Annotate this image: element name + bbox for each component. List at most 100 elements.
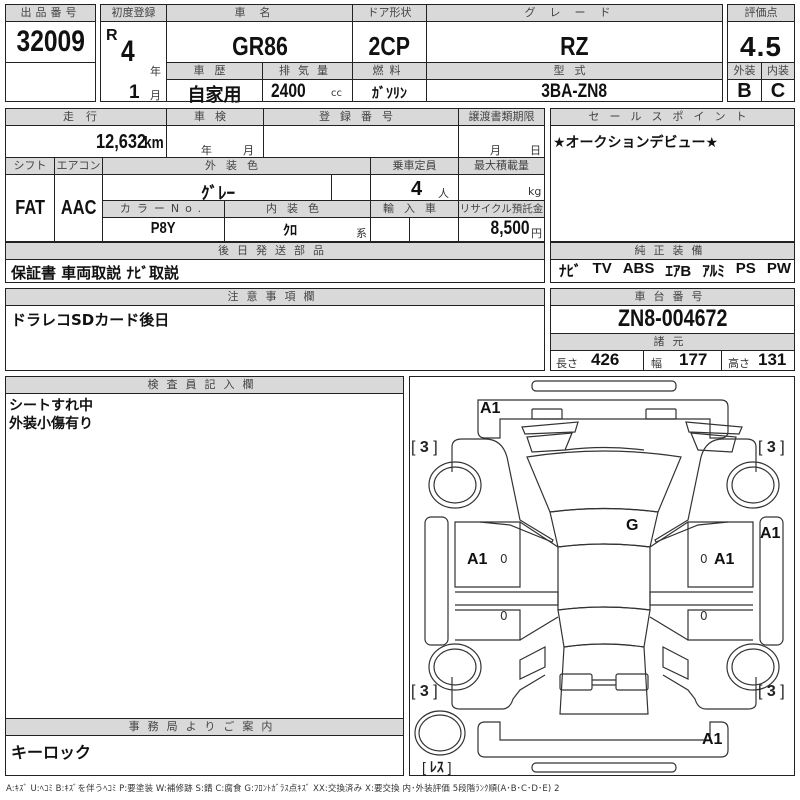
spec-height-label: 高さ: [728, 357, 750, 370]
car-name-value: GR86: [231, 31, 288, 61]
details-box: 走行 車検 登録番号 譲渡書類期限 12,632 km 年 月 月 日 シフト …: [5, 108, 545, 242]
transfer-day-unit: 日: [530, 144, 541, 157]
office-header: 事務局よりご案内: [6, 719, 403, 736]
mileage-unit: km: [144, 133, 164, 152]
equipment-item: ｱﾙﾐ: [702, 263, 725, 280]
later-parts-box: 後日発送部品 保証書 車両取説 ﾅﾋﾞ取説: [5, 242, 545, 283]
mark-windshield: G: [626, 517, 639, 534]
chassis-header: 車台番号: [551, 289, 794, 306]
max-load-unit: kg: [528, 185, 542, 198]
import-header: 輸入車: [371, 201, 458, 218]
office-value: キーロック: [11, 743, 92, 762]
inspection-header: 車検: [167, 109, 263, 126]
inspector-header: 検査員記入欄: [6, 377, 403, 394]
inspector-line: 外装小傷有り: [9, 416, 93, 432]
shift-value: FAT: [15, 197, 45, 219]
spec-length-label: 長さ: [556, 357, 578, 370]
spec-width-value: 177: [679, 350, 708, 369]
history-header: 車歴: [167, 63, 262, 80]
mark-right-side-panel: A1: [760, 525, 781, 542]
door-zero-marker: 0: [500, 609, 508, 623]
recycle-fee-unit: 円: [531, 227, 542, 240]
tire-rear-left: [ 3 ]: [411, 683, 438, 700]
equipment-item: ﾅﾋﾞ: [559, 263, 582, 280]
score-header: 評価点: [728, 5, 794, 22]
registration-number-header: 登録番号: [264, 109, 458, 126]
exterior-grade-value: B: [737, 80, 752, 102]
spec-length-value: 426: [591, 350, 620, 369]
interior-color-header: 内装色: [225, 201, 370, 218]
mark-rear-bumper: A1: [702, 731, 723, 748]
notes-box: 注意事項欄 ドラレコSDカード後日: [5, 288, 545, 371]
door-zero-marker: 0: [700, 609, 708, 623]
equipment-box: 純正装備 ﾅﾋﾞ TV ABS ｴｱB ｱﾙﾐ PS PW: [550, 242, 795, 283]
chassis-box: 車台番号 ZN8-004672 諸元 長さ 426 幅 177 高さ 131: [550, 288, 795, 371]
door-header: ドア形状: [353, 5, 426, 22]
fuel-value: ｶﾞｿﾘﾝ: [372, 86, 407, 102]
damage-diagram-box: 0 0 0 0 A1 G A1 A1 A1 A1 [ 3 ] [ 3 ] [ 3…: [409, 376, 795, 776]
mark-left-front-door: A1: [467, 551, 488, 568]
equipment-item: PS: [735, 260, 756, 277]
grade-header: グレード: [427, 5, 722, 22]
capacity-header: 乗車定員: [371, 158, 458, 175]
recycle-fee-header: リサイクル預託金: [459, 201, 544, 218]
later-parts-header: 後日発送部品: [6, 243, 544, 260]
capacity-value: 4: [411, 178, 423, 200]
era-letter: R: [106, 27, 118, 44]
later-parts-value: 保証書 車両取説 ﾅﾋﾞ取説: [11, 264, 179, 282]
sales-point-value: ★オークションデビュー★: [553, 135, 719, 151]
equipment-item: PW: [766, 260, 791, 277]
equipment-item: ABS: [622, 260, 655, 277]
lot-number-box: 出品番号 32009: [5, 4, 96, 102]
legend-text: A:ｷｽﾞ U:ﾍｺﾐ B:ｷｽﾞを伴うﾍｺﾐ P:要塗装 W:補修跡 S:錆 …: [6, 784, 560, 794]
notes-header: 注意事項欄: [6, 289, 544, 306]
grade-value: RZ: [560, 31, 589, 61]
transfer-month-unit: 月: [490, 144, 501, 157]
score-value: 4.5: [740, 31, 782, 62]
lot-number-value: 32009: [16, 25, 85, 58]
chassis-value: ZN8-004672: [617, 305, 728, 332]
score-box: 評価点 4.5 外装 内装 B C: [727, 4, 795, 102]
exterior-color-header: 外装色: [103, 158, 370, 175]
car-diagram-outline: [414, 380, 784, 773]
lot-number-header: 出品番号: [6, 5, 95, 22]
max-load-header: 最大積載量: [459, 158, 544, 175]
inspection-year-unit: 年: [201, 144, 212, 157]
history-value: 自家用: [187, 85, 242, 106]
recycle-fee-value: 8,500: [491, 218, 530, 239]
tire-front-right: [ 3 ]: [758, 439, 785, 456]
mark-front-bumper: A1: [480, 400, 501, 417]
interior-color-suffix: 系: [356, 227, 367, 240]
inspector-box: 検査員記入欄 シートすれ中 外装小傷有り: [5, 376, 404, 719]
tire-front-left: [ 3 ]: [411, 439, 438, 456]
notes-value: ドラレコSDカード後日: [11, 311, 170, 329]
first-registration-header: 初度登録: [101, 5, 166, 22]
displacement-unit: cc: [331, 88, 342, 99]
exterior-grade-header: 外装: [728, 63, 761, 80]
registration-number-value: [264, 127, 458, 157]
model-code-value: 3BA-ZN8: [541, 81, 608, 102]
spec-height-value: 131: [758, 350, 787, 369]
month-unit: 月: [150, 89, 161, 102]
inspector-line: シートすれ中: [9, 398, 93, 414]
displacement-header: 排気量: [263, 63, 352, 80]
door-value: 2CP: [368, 31, 411, 61]
model-code-header: 型式: [427, 63, 722, 80]
tire-rear-right: [ 3 ]: [758, 683, 785, 700]
registration-year: 4: [121, 35, 135, 68]
color-no-header: カラーNo.: [103, 201, 224, 218]
equipment-item: TV: [592, 260, 612, 277]
sales-point-box: セールスポイント ★オークションデビュー★: [550, 108, 795, 242]
capacity-unit: 人: [438, 187, 449, 200]
equipment-item: ｴｱB: [665, 263, 692, 280]
spec-width-label: 幅: [651, 357, 662, 370]
interior-grade-header: 内装: [762, 63, 794, 80]
aircon-header: エアコン: [55, 158, 102, 175]
specs-header: 諸元: [551, 334, 794, 351]
door-zero-marker: 0: [700, 552, 708, 566]
equipment-header: 純正装備: [551, 243, 794, 260]
car-name-header: 車名: [167, 5, 352, 22]
mark-right-front-door: A1: [714, 551, 735, 568]
office-box: 事務局よりご案内 キーロック: [5, 718, 404, 776]
transfer-deadline-header: 譲渡書類期限: [459, 109, 544, 126]
